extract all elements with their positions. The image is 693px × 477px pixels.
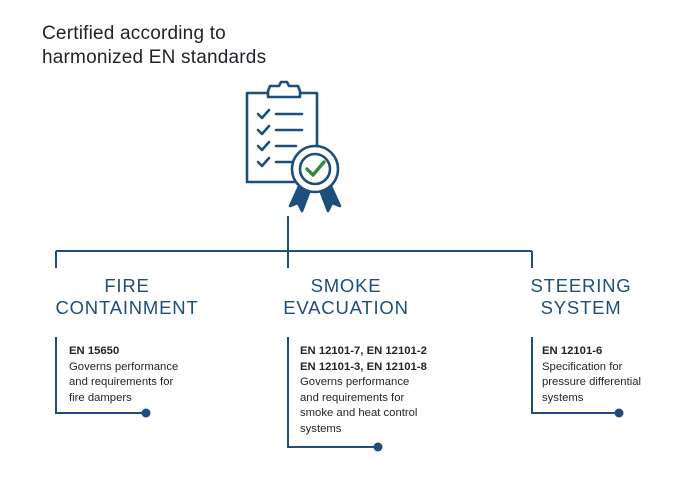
badge-inner	[298, 152, 332, 186]
clipboard-board-right	[298, 91, 319, 152]
description-line: smoke and heat control	[300, 407, 418, 419]
bracket-dot-smoke	[373, 442, 383, 452]
bracket-smoke	[287, 337, 378, 448]
bracket-dot-fire	[141, 408, 151, 418]
badge-check-icon	[305, 160, 326, 177]
description-line: systems	[300, 422, 342, 435]
bracket-steering	[531, 337, 619, 414]
title-line-1: Certified according to	[42, 23, 226, 44]
heading-line: SYSTEM	[540, 297, 622, 318]
description-fire-containment: EN 15650 Governs performance and require…	[69, 344, 239, 406]
heading-steering-system: STEERING SYSTEM	[515, 275, 647, 319]
description-line: fire dampers	[69, 391, 132, 404]
heading-line: SMOKE	[310, 275, 382, 296]
heading-line: FIRE	[104, 275, 150, 296]
checklist-icon	[256, 108, 304, 168]
description-line: and requirements for	[300, 391, 405, 404]
description-line: pressure differential	[542, 376, 642, 388]
connector-tree	[55, 216, 619, 448]
heading-line: CONTAINMENT	[55, 297, 199, 318]
heading-line: STEERING	[530, 275, 632, 296]
page-title: Certified according to harmonized EN sta…	[42, 22, 266, 70]
heading-smoke-evacuation: SMOKE EVACUATION	[262, 275, 430, 319]
bracket-dots	[141, 408, 624, 452]
clipboard-checklist-certified-icon	[245, 80, 342, 213]
description-line: Specification for	[542, 360, 623, 373]
description-line: systems	[542, 391, 584, 404]
clipboard-board	[245, 91, 298, 184]
description-steering-system: EN 12101-6 Specification for pressure di…	[542, 344, 682, 406]
standard-code: EN 12101-6	[542, 345, 603, 357]
bracket-fire	[55, 337, 146, 414]
heading-line: EVACUATION	[283, 297, 409, 318]
heading-fire-containment: FIRE CONTAINMENT	[36, 275, 218, 319]
clipboard-clip	[266, 80, 302, 99]
standard-code: EN 12101-3, EN 12101-8	[300, 360, 427, 373]
description-line: Governs performance	[300, 376, 410, 388]
standard-code: EN 15650	[69, 345, 120, 357]
title-line-2: harmonized EN standards	[42, 47, 267, 68]
standard-code: EN 12101-7, EN 12101-2	[300, 345, 427, 357]
description-line: and requirements for	[69, 376, 174, 388]
description-line: Governs performance	[69, 360, 179, 373]
bracket-dot-steering	[614, 408, 624, 418]
description-smoke-evacuation: EN 12101-7, EN 12101-2 EN 12101-3, EN 12…	[300, 344, 500, 437]
